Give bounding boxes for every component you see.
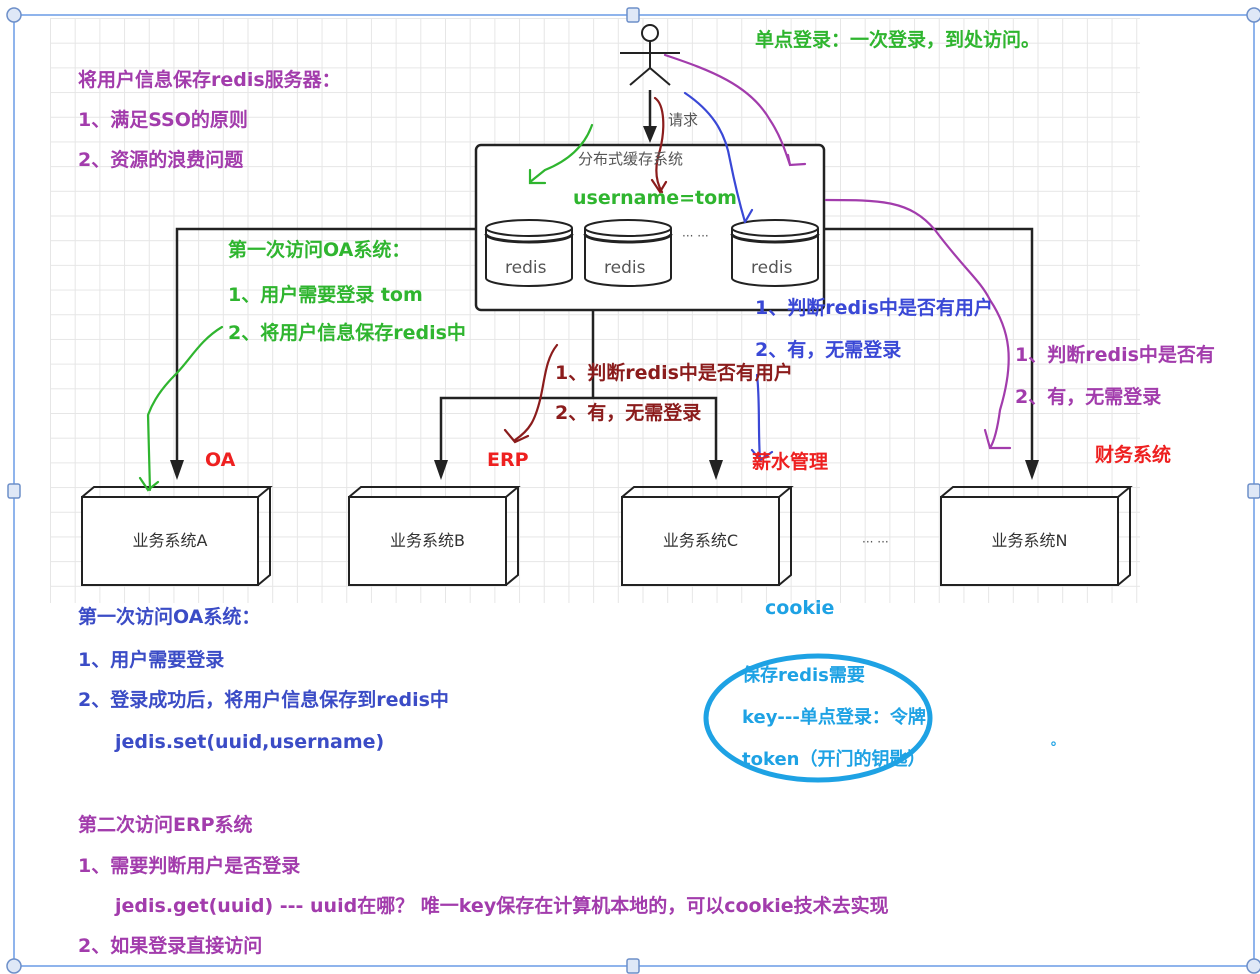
redis-node-label: redis bbox=[505, 258, 547, 278]
cookie-dot: ° bbox=[1050, 740, 1057, 756]
redis-note-title: 将用户信息保存redis服务器： bbox=[78, 69, 341, 91]
system-boxes bbox=[81, 486, 1133, 586]
sso-definition: 单点登录：一次登录，到处访问。 bbox=[755, 29, 1041, 51]
system-box-b[interactable]: 业务系统B bbox=[390, 531, 465, 550]
first-visit-green-item: 1、用户需要登录 tom bbox=[228, 284, 423, 306]
system-label-finance: 财务系统 bbox=[1095, 444, 1172, 466]
erp-check-item: 2、有，无需登录 bbox=[555, 402, 702, 424]
cookie-line: 保存redis需要 bbox=[742, 665, 865, 686]
cache-title: 分布式缓存系统 bbox=[578, 150, 684, 168]
salary-check-item: 2、有，无需登录 bbox=[755, 339, 902, 361]
first-visit-title: 第一次访问OA系统： bbox=[78, 606, 261, 628]
connector-lines bbox=[175, 90, 1034, 462]
cookie-highlight-circle bbox=[703, 653, 933, 783]
erp-check-item: 1、判断redis中是否有用户 bbox=[555, 362, 793, 384]
selection-handles bbox=[6, 7, 1260, 974]
first-visit-code: jedis.set(uuid,username) bbox=[115, 731, 385, 753]
cache-ellipsis: ··· ··· bbox=[682, 229, 709, 243]
redis-note-item: 2、资源的浪费问题 bbox=[78, 149, 244, 171]
finance-check-item: 1、判断redis中是否有 bbox=[1015, 344, 1215, 366]
second-visit-item: 2、如果登录直接访问 bbox=[78, 935, 263, 957]
dark-red-stroke-cache bbox=[650, 96, 668, 195]
first-visit-item: 2、登录成功后，将用户信息保存到redis中 bbox=[78, 689, 449, 711]
second-visit-item: 1、需要判断用户是否登录 bbox=[78, 855, 301, 877]
redis-node-label: redis bbox=[604, 258, 646, 278]
cookie-line: token（开门的钥匙） bbox=[742, 749, 926, 770]
first-visit-green-item: 2、将用户信息保存redis中 bbox=[228, 322, 466, 344]
redis-node-label: redis bbox=[751, 258, 793, 278]
system-label-erp: ERP bbox=[487, 449, 529, 471]
cache-entry: username=tom bbox=[573, 187, 737, 209]
green-stroke-oa bbox=[138, 325, 224, 492]
redis-cylinders bbox=[484, 219, 820, 287]
salary-check-item: 1、判断redis中是否有用户 bbox=[755, 297, 993, 319]
cookie-title: cookie bbox=[765, 597, 835, 619]
finance-check-item: 2、有，无需登录 bbox=[1015, 386, 1162, 408]
arrowheads bbox=[170, 126, 1039, 480]
user-actor-icon bbox=[620, 24, 680, 86]
system-label-oa: OA bbox=[205, 449, 236, 471]
cookie-line: key---单点登录：令牌 bbox=[742, 707, 926, 728]
second-visit-code: jedis.get(uuid) --- uuid在哪？ 唯一key保存在计算机本… bbox=[115, 895, 889, 917]
systems-ellipsis: ··· ··· bbox=[862, 535, 889, 549]
blue-stroke-cache bbox=[683, 91, 754, 224]
first-visit-green-title: 第一次访问OA系统： bbox=[228, 239, 411, 261]
system-label-salary: 薪水管理 bbox=[752, 451, 829, 473]
request-label: 请求 bbox=[668, 111, 699, 129]
first-visit-item: 1、用户需要登录 bbox=[78, 649, 225, 671]
second-visit-title: 第二次访问ERP系统 bbox=[78, 814, 253, 836]
green-stroke-cache bbox=[528, 123, 594, 185]
system-box-a[interactable]: 业务系统A bbox=[132, 531, 208, 550]
system-box-c[interactable]: 业务系统C bbox=[662, 531, 739, 550]
system-box-n[interactable]: 业务系统N bbox=[991, 531, 1068, 550]
purple-stroke-finance bbox=[824, 198, 1012, 450]
blue-stroke-salary bbox=[750, 373, 774, 462]
purple-stroke-top bbox=[663, 53, 807, 167]
redis-note-item: 1、满足SSO的原则 bbox=[78, 109, 248, 131]
dark-red-stroke-erp bbox=[503, 343, 559, 444]
